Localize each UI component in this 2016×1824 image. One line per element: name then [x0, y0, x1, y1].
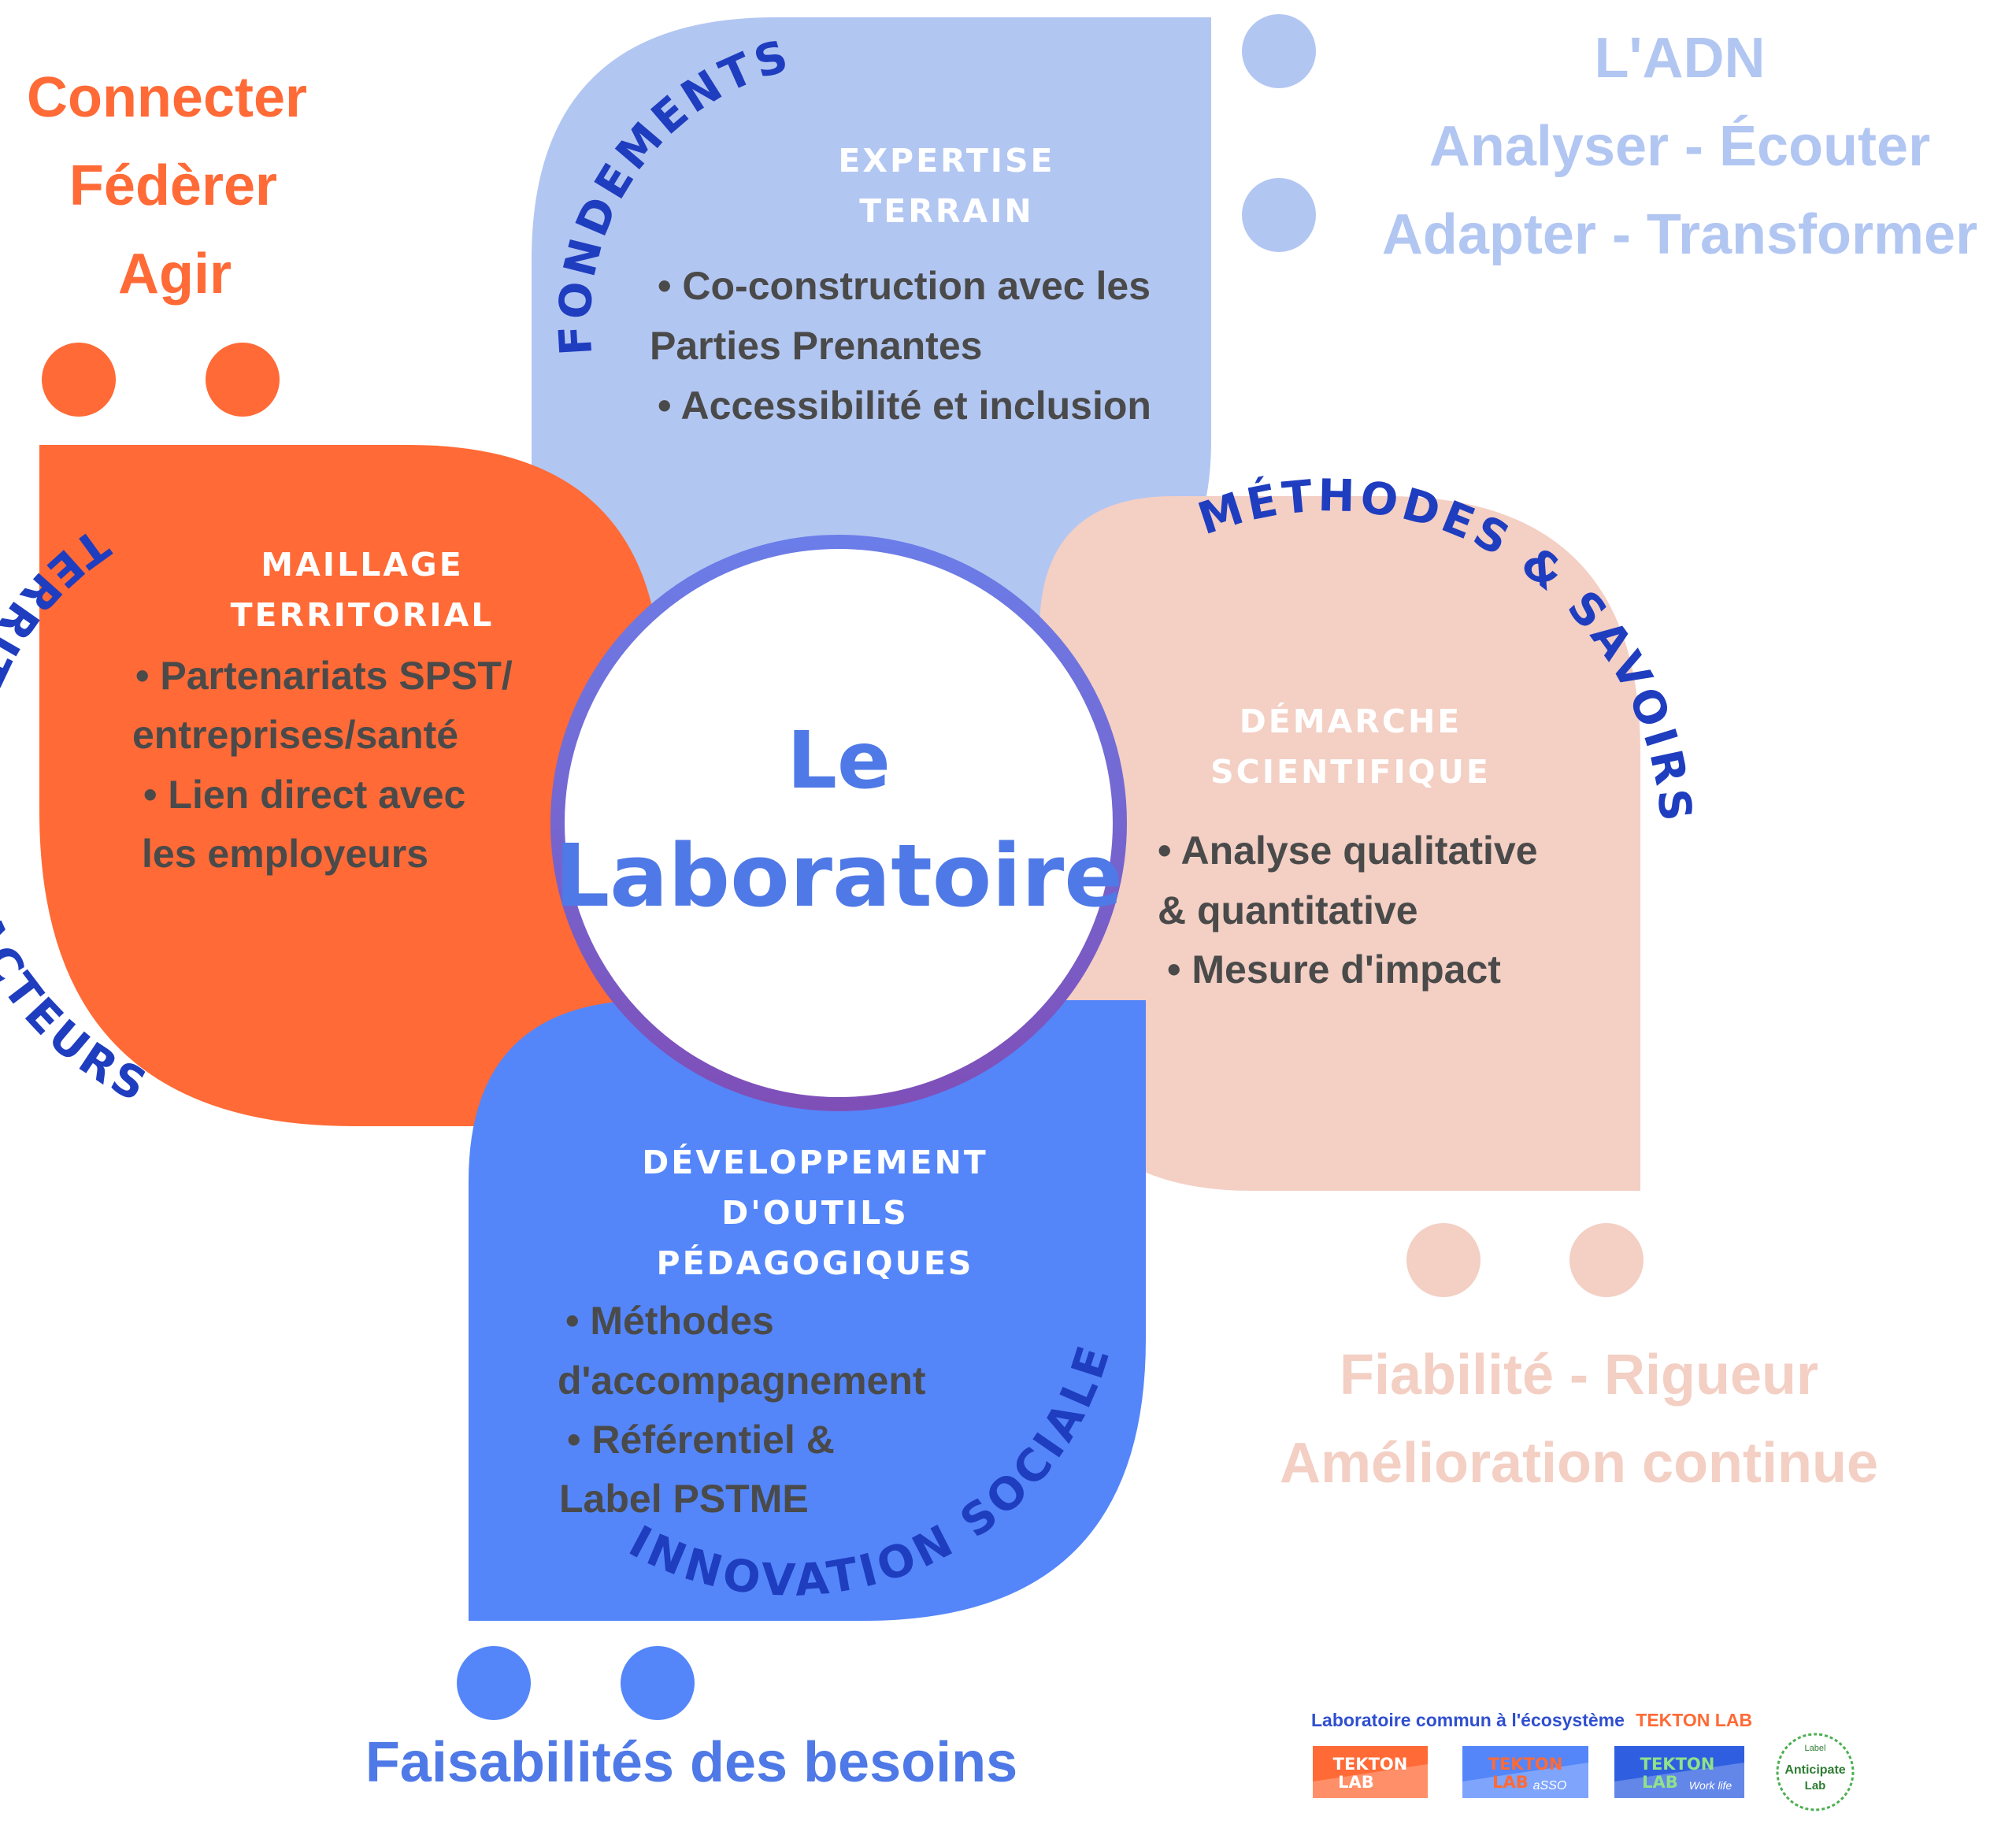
methodes-body-line3: • Mesure d'impact	[1167, 947, 1501, 992]
top-left-word-1: Connecter	[27, 66, 307, 129]
petal-innovation	[469, 1000, 1146, 1621]
svg-text:Anticipate: Anticipate	[1784, 1763, 1845, 1777]
territoires-title-line2: TERRITORIAL	[231, 596, 495, 634]
fondements-title-line2: TERRAIN	[859, 192, 1033, 230]
innovation-body-line2: d'accompagnement	[558, 1359, 926, 1403]
innovation-body-line3: • Référentiel &	[567, 1418, 835, 1462]
top-left-word-2: Fédèrer	[69, 154, 277, 217]
top-right-word-2: Analyser - Écouter	[1429, 115, 1930, 178]
top-right-word-3: Adapter - Transformer	[1382, 203, 1977, 266]
svg-text:LAB: LAB	[1642, 1773, 1678, 1792]
bottom-left-word-1: Faisabilités des besoins	[365, 1731, 1017, 1794]
svg-text:TEKTON: TEKTON	[1488, 1755, 1563, 1774]
dot-lightblue-2	[1242, 178, 1316, 252]
svg-text:Work life: Work life	[1689, 1779, 1732, 1792]
dot-blue-1	[457, 1646, 531, 1720]
svg-text:TEKTON: TEKTON	[1640, 1755, 1715, 1774]
dot-blue-2	[621, 1646, 695, 1720]
dot-peach-2	[1569, 1223, 1644, 1297]
innovation-title-line3: PÉDAGOGIQUES	[657, 1244, 974, 1282]
svg-text:Lab: Lab	[1805, 1779, 1826, 1792]
methodes-body-line2: & quantitative	[1158, 888, 1418, 932]
svg-text:LAB: LAB	[1492, 1773, 1529, 1792]
fondements-body-line3: • Accessibilité et inclusion	[658, 384, 1151, 428]
center-title-line2: Laboratoire	[554, 825, 1123, 926]
innovation-title-line1: DÉVELOPPEMENT	[642, 1144, 988, 1181]
territoires-body-line1: • Partenariats SPST/	[135, 654, 513, 698]
petal-fondements	[532, 17, 1211, 630]
dot-orange-1	[42, 343, 116, 417]
dot-peach-1	[1406, 1223, 1480, 1297]
dot-orange-2	[206, 343, 280, 417]
svg-text:Label: Label	[1805, 1744, 1826, 1753]
bottom-right-word-1: Fiabilité - Rigueur	[1340, 1344, 1818, 1407]
innovation-body-line4: Label PSTME	[559, 1477, 809, 1521]
bottom-right-word-2: Amélioration continue	[1280, 1432, 1878, 1495]
svg-text:TEKTON: TEKTON	[1333, 1755, 1408, 1774]
top-right-word-1: L'ADN	[1594, 27, 1765, 90]
territoires-body-line2: entreprises/santé	[132, 713, 458, 757]
top-left-word-3: Agir	[118, 243, 232, 306]
svg-text:LAB: LAB	[1338, 1773, 1374, 1792]
methodes-title-line1: DÉMARCHE	[1240, 703, 1462, 740]
petal-territoires	[39, 445, 662, 1126]
territoires-body-line4: les employeurs	[142, 832, 428, 876]
methodes-title-line2: SCIENTIFIQUE	[1210, 753, 1491, 791]
methodes-body-line1: • Analyse qualitative	[1158, 829, 1538, 873]
territoires-body-line3: • Lien direct avec	[143, 773, 465, 817]
fondements-body-line2: Parties Prenantes	[650, 324, 982, 368]
innovation-title-line2: D'OUTILS	[721, 1194, 909, 1232]
dot-lightblue-1	[1242, 14, 1316, 88]
center-title-line1: Le	[787, 714, 891, 806]
footer-prefix: Laboratoire commun à l'écosystème	[1311, 1710, 1625, 1730]
petal-methodes	[1040, 496, 1640, 1191]
innovation-body-line1: • Méthodes	[565, 1299, 774, 1343]
logo-tekton-lab: TEKTON LAB	[1313, 1746, 1428, 1798]
fondements-body-line1: • Co-construction avec les	[658, 264, 1151, 308]
center-circle	[550, 535, 1127, 1111]
fondements-title-line1: EXPERTISE	[838, 142, 1054, 180]
footer-caption: Laboratoire commun à l'écosystème TEKTON…	[1311, 1710, 1752, 1730]
logo-tekton-lab-asso: TEKTON LAB aSSO	[1462, 1746, 1588, 1798]
logo-tekton-lab-work-life: TEKTON LAB Work life	[1614, 1746, 1744, 1798]
svg-text:aSSO: aSSO	[1533, 1779, 1567, 1792]
footer-brand: TEKTON LAB	[1636, 1710, 1752, 1730]
territoires-title-line1: MAILLAGE	[261, 546, 463, 584]
logo-anticipate-lab: Label Anticipate Lab	[1776, 1733, 1855, 1811]
